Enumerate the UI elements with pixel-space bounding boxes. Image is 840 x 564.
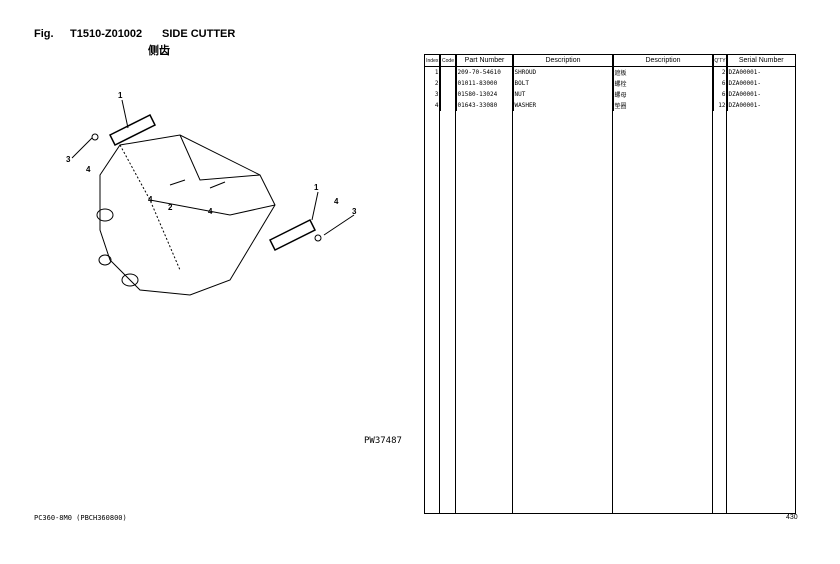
table-header-row: Index Code Part Number Description Descr… <box>425 55 795 67</box>
callout-1: 1 <box>314 183 319 192</box>
cell-description-en: NUT <box>513 89 614 100</box>
fig-label: Fig. <box>34 28 54 40</box>
bolt-line <box>209 181 226 189</box>
cell-part-number: 209-70-54610 <box>456 66 514 78</box>
cell-code <box>440 100 457 111</box>
cell-qty: 6 <box>713 78 728 89</box>
callout-3: 3 <box>352 207 357 216</box>
bucket-inner-line <box>119 144 181 271</box>
cell-qty: 2 <box>713 66 728 78</box>
callout-4: 4 <box>334 197 339 206</box>
col-code: Code <box>440 55 457 67</box>
callout-2: 2 <box>168 203 173 212</box>
page-title: SIDE CUTTER <box>162 28 236 40</box>
cell-description-en: WASHER <box>513 100 614 111</box>
pin-boss-2 <box>121 273 139 287</box>
cell-description-cn: 螺母 <box>613 89 714 100</box>
table-row: 4 01643-33080 WASHER 垫圈 12 DZA00001- <box>425 100 795 111</box>
cell-serial: DZA00001- <box>728 102 762 109</box>
table-row: 2 01011-83000 BOLT 螺栓 6 DZA00001- <box>425 78 795 89</box>
cell-code <box>440 78 457 89</box>
table-row: 1 209-70-54610 SHROUD 遮板 2 DZA00001- <box>425 66 795 78</box>
col-part-number: Part Number <box>456 55 514 67</box>
cell-part-number: 01011-83000 <box>456 78 514 89</box>
bucket-side-edge <box>179 134 261 181</box>
cell-serial: DZA00001- <box>728 91 762 98</box>
cell-description-cn: 遮板 <box>613 66 714 78</box>
callout-3: 3 <box>66 155 71 164</box>
leader-line <box>311 191 319 221</box>
page-subtitle: 侧齿 <box>148 45 170 57</box>
cell-serial: DZA00001- <box>728 69 762 76</box>
cell-part-number: 01580-13024 <box>456 89 514 100</box>
table-row: 3 01580-13024 NUT 螺母 6 DZA00001- <box>425 89 795 100</box>
cell-index: 2 <box>425 78 441 89</box>
right-shroud <box>268 218 317 252</box>
pin-boss-3 <box>98 254 112 266</box>
washer <box>314 234 322 242</box>
col-qty: Q'TY <box>713 55 728 67</box>
page-number: 430 <box>786 514 798 521</box>
leader-line <box>121 99 129 129</box>
left-shroud <box>108 113 157 147</box>
cell-description-cn: 垫圈 <box>613 100 714 111</box>
cell-part-number: 01643-33080 <box>456 100 514 111</box>
footer-model: PC360-8M0 (PBCH360800) <box>34 514 127 522</box>
cell-description-en: BOLT <box>513 78 614 89</box>
leader-line <box>71 137 93 159</box>
bucket-outline <box>99 134 276 296</box>
col-description-cn: Description <box>613 55 714 67</box>
leader-line <box>323 214 355 236</box>
drawing-code: PW37487 <box>364 436 402 446</box>
bucket-back <box>149 199 276 216</box>
cell-description-cn: 螺栓 <box>613 78 714 89</box>
callout-1: 1 <box>118 91 123 100</box>
parts-list-table: Index Code Part Number Description Descr… <box>424 54 796 514</box>
cell-code <box>440 66 457 78</box>
cell-serial: DZA00001- <box>728 80 762 87</box>
cell-code <box>440 89 457 100</box>
exploded-parts-diagram: 1 3 4 4 2 4 1 4 3 <box>66 91 357 296</box>
col-description-en: Description <box>513 55 614 67</box>
cell-index: 3 <box>425 89 441 100</box>
cell-qty: 12 <box>713 100 728 111</box>
callout-4: 4 <box>86 165 91 174</box>
col-serial-number: Serial Number <box>727 55 795 67</box>
cell-description-en: SHROUD <box>513 66 614 78</box>
callout-4: 4 <box>208 207 213 216</box>
cell-qty: 6 <box>713 89 728 100</box>
pin-boss-1 <box>96 208 114 222</box>
col-index: Index <box>425 55 441 67</box>
callout-4: 4 <box>148 195 153 204</box>
washer <box>91 133 99 141</box>
cell-index: 4 <box>425 100 441 111</box>
fig-code: T1510-Z01002 <box>70 28 143 40</box>
cell-index: 1 <box>425 66 441 78</box>
bolt-line <box>169 179 186 186</box>
